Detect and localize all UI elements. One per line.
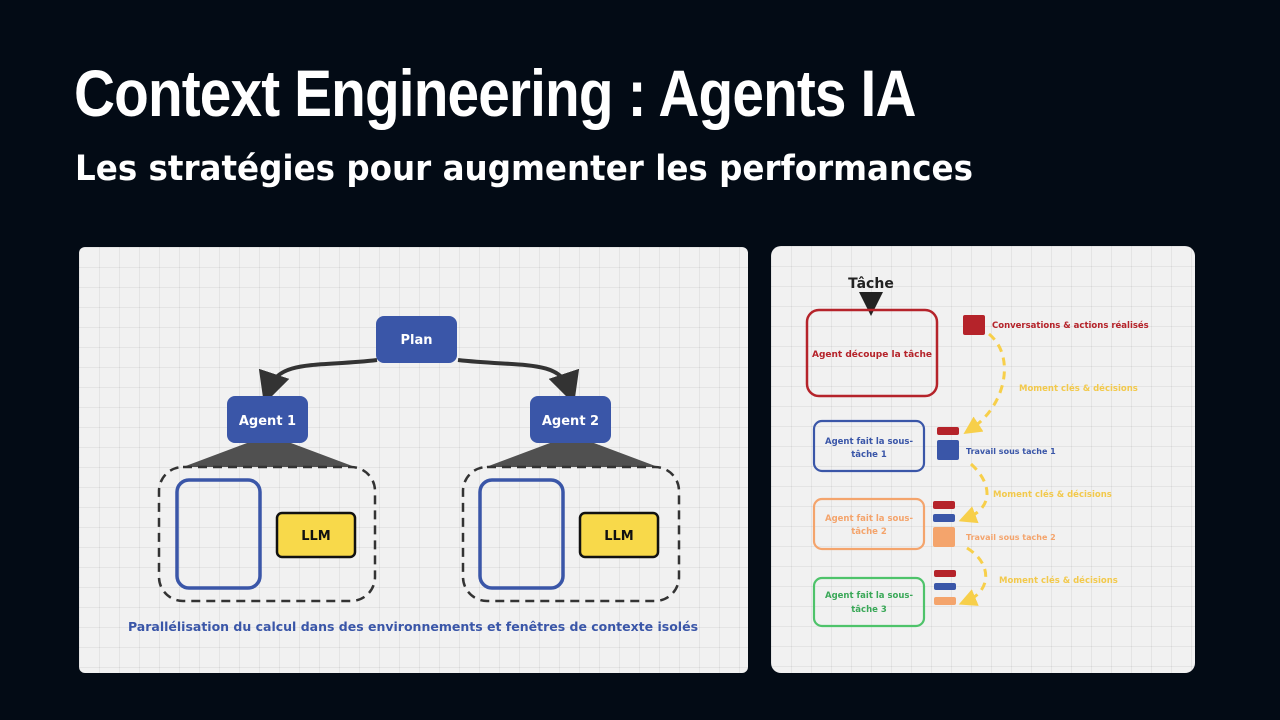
subtask1-context-blue: [937, 440, 959, 460]
llm2-label: LLM: [604, 529, 634, 544]
subtask1-box: [812, 419, 926, 473]
context-window1: [175, 478, 262, 590]
subtask2-label-line1: Agent fait la sous-: [825, 514, 913, 524]
llm1-label: LLM: [301, 529, 331, 544]
key-moments-label-2: Moment clés & décisions: [993, 489, 1112, 500]
subtask2-label-line2: tâche 2: [851, 527, 887, 537]
agent1-context-funnel: [183, 443, 355, 467]
subtask3-context-red: [934, 570, 956, 577]
subtask1-label-line1: Agent fait la sous-: [825, 437, 913, 447]
work1-label: Travail sous tache 1: [966, 447, 1056, 456]
environment2-boundary: [461, 465, 681, 603]
agent2-context-funnel: [486, 443, 658, 467]
plan-to-agent1-arrow: [258, 358, 378, 405]
task-decomposition-panel: Tâche Agent découpe la tâche Conversatio…: [771, 246, 1195, 673]
subtask3-label-line1: Agent fait la sous-: [825, 591, 913, 601]
llm1-node: [275, 511, 357, 559]
subtask2-context-blue: [933, 514, 955, 522]
key-moments-curve-2: [958, 462, 989, 524]
task-decomposition-diagram: Tâche Agent découpe la tâche Conversatio…: [805, 276, 1149, 628]
page-title: Context Engineering : Agents IA: [74, 56, 916, 130]
key-moments-curve-1: [963, 332, 1006, 434]
subtask1-label-line2: tâche 1: [851, 450, 887, 460]
main-agent-box: [805, 308, 939, 398]
work2-label: Travail sous tache 2: [966, 533, 1056, 542]
subtask1-context-red: [937, 427, 959, 435]
agent1-node: [227, 396, 308, 443]
agent1-label: Agent 1: [239, 414, 296, 429]
key-moments-curve-3: [958, 546, 988, 606]
agent2-label: Agent 2: [542, 414, 599, 429]
subtask3-context-blue: [934, 583, 956, 590]
subtask3-label-line2: tâche 3: [851, 605, 887, 615]
subtask2-box: [812, 497, 926, 551]
environment1-boundary: [157, 465, 377, 603]
diagram-caption: Parallélisation du calcul dans des envir…: [128, 619, 698, 634]
subtask3-context-orange: [934, 597, 956, 605]
llm2-node: [578, 511, 660, 559]
plan-node: [376, 316, 457, 363]
parallelization-diagram-panel: Plan Agent 1 Agent 2 LLM LLM Parallélisa…: [79, 247, 748, 673]
agent2-node: [530, 396, 611, 443]
subtask2-context-orange: [933, 527, 955, 547]
page-subtitle: Les stratégies pour augmenter les perfor…: [75, 149, 973, 189]
plan-label: Plan: [400, 333, 432, 348]
context-window2: [478, 478, 565, 590]
conversations-legend-label: Conversations & actions réalisés: [992, 320, 1149, 331]
subtask3-box: [812, 576, 926, 628]
conversations-legend-swatch: [963, 315, 985, 335]
key-moments-label-1: Moment clés & décisions: [1019, 383, 1138, 394]
plan-to-agent2-arrow: [457, 358, 580, 405]
subtask2-context-red: [933, 501, 955, 509]
main-agent-label: Agent découpe la tâche: [812, 349, 932, 360]
task-label: Tâche: [848, 276, 894, 292]
key-moments-label-3: Moment clés & décisions: [999, 575, 1118, 586]
parallelization-diagram: Plan Agent 1 Agent 2 LLM LLM Parallélisa…: [128, 316, 698, 634]
